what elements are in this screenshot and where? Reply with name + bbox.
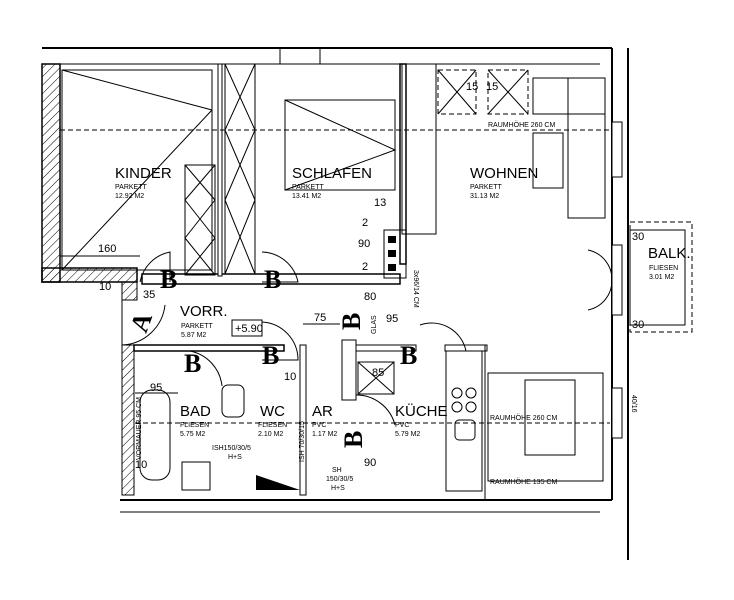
dimension: 80 [364, 291, 376, 303]
furniture [61, 69, 693, 482]
room-kinder: KINDER PARKETT 12.92 M2 [115, 165, 172, 200]
section-markers: B B B B B B B A [124, 265, 417, 448]
room-area: 13.41 M2 [292, 193, 321, 200]
marker-b: B [339, 431, 368, 448]
room-floor: PVC [395, 422, 409, 429]
dimension: 2 [362, 217, 368, 229]
room-balkon: BALK. FLIESEN 3.01 M2 [648, 245, 691, 281]
room-floor: PARKETT [115, 184, 147, 191]
note-ish-wc: ISH 70/30/15 [299, 421, 306, 462]
ceiling-height-label: RAUMHÖHE 135 CM [490, 478, 557, 486]
dimension: 35 [143, 289, 155, 301]
room-floor: PARKETT [181, 323, 213, 330]
room-name: BALK. [648, 245, 691, 262]
plan-notes: VORMAUER 95 CM ISH150/30/5 H+S ISH 70/30… [136, 270, 637, 492]
room-bad: BAD FLIESEN 5.75 M2 [180, 403, 211, 438]
room-name: SCHLAFEN [292, 165, 372, 182]
room-wohnen: WOHNEN PARKETT 31.13 M2 [470, 165, 538, 200]
doors [121, 249, 613, 426]
dimension: 10 [99, 281, 111, 293]
room-area: 5.87 M2 [181, 332, 206, 339]
room-area: 5.79 M2 [395, 431, 420, 438]
dimension: 30 [632, 319, 644, 331]
marker-a: A [124, 308, 158, 336]
room-name: AR [312, 403, 333, 420]
ceiling-height-label: RAUMHÖHE 260 CM [490, 414, 557, 422]
room-floor: FLIESEN [180, 422, 209, 429]
room-name: KÜCHE [395, 402, 448, 420]
dimension: 10 [135, 459, 147, 471]
dimension: 2 [362, 261, 368, 273]
dimension: 95 [150, 382, 162, 394]
marker-b: B [262, 341, 279, 370]
room-name: WC [260, 403, 285, 420]
room-schlafen: SCHLAFEN PARKETT 13.41 M2 [292, 165, 372, 200]
room-name: KINDER [115, 165, 172, 182]
room-ar: AR PVC 1.17 M2 [312, 403, 337, 438]
room-area: 12.92 M2 [115, 193, 144, 200]
note-sh-ar-2: 150/30/5 [326, 476, 353, 483]
note-glas: GLAS [371, 315, 378, 334]
dimension: 30 [632, 231, 644, 243]
room-area: 3.01 M2 [649, 274, 674, 281]
room-area: 5.75 M2 [180, 431, 205, 438]
room-area: 31.13 M2 [470, 193, 499, 200]
floor-level: +5.90 [235, 323, 263, 335]
dimension: 90 [364, 457, 376, 469]
room-name: WOHNEN [470, 165, 538, 182]
note-sh-ar-hs: H+S [331, 485, 345, 492]
note-window: 40/16 [630, 395, 637, 413]
note-ish-bad-hs: H+S [228, 454, 242, 461]
note-vormauer: VORMAUER 95 CM [136, 397, 143, 460]
room-floor: FLIESEN [258, 422, 287, 429]
room-vorraum: VORR. PARKETT 5.87 M2 +5.90 [180, 303, 263, 339]
room-kueche: KÜCHE PVC 5.79 M2 [395, 402, 448, 438]
marker-b: B [184, 349, 201, 378]
room-floor: FLIESEN [649, 265, 678, 272]
room-name: BAD [180, 403, 211, 420]
dimension: 15 [466, 81, 478, 93]
dimension: 90 [358, 238, 370, 250]
room-name: VORR. [180, 303, 228, 320]
note-sh-ar: SH [332, 467, 342, 474]
room-floor: PARKETT [292, 184, 324, 191]
dimension: 15 [486, 81, 498, 93]
dimension: 13 [374, 197, 386, 209]
note-shaft: 3x96/14 CM [412, 270, 419, 308]
marker-b: B [160, 265, 177, 294]
dimension: 10 [284, 371, 296, 383]
room-area: 2.10 M2 [258, 431, 283, 438]
room-wc: WC FLIESEN 2.10 M2 [258, 403, 287, 438]
dimension: 95 [386, 313, 398, 325]
room-area: 1.17 M2 [312, 431, 337, 438]
dimension: 160 [98, 243, 116, 255]
marker-b: B [337, 313, 366, 330]
ceiling-height-label: RAUMHÖHE 260 CM [488, 121, 555, 129]
marker-b: B [264, 265, 281, 294]
room-floor: PVC [312, 422, 326, 429]
section-lines [60, 129, 610, 424]
note-ish-bad: ISH150/30/5 [212, 445, 251, 452]
dimension: 85 [372, 367, 384, 379]
dimension-labels: 160 35 75 95 85 95 15 15 30 30 90 13 2 2… [60, 81, 644, 471]
interior-walls [133, 63, 488, 500]
marker-b: B [400, 341, 417, 370]
room-floor: PARKETT [470, 184, 502, 191]
dimension: 75 [314, 312, 326, 324]
